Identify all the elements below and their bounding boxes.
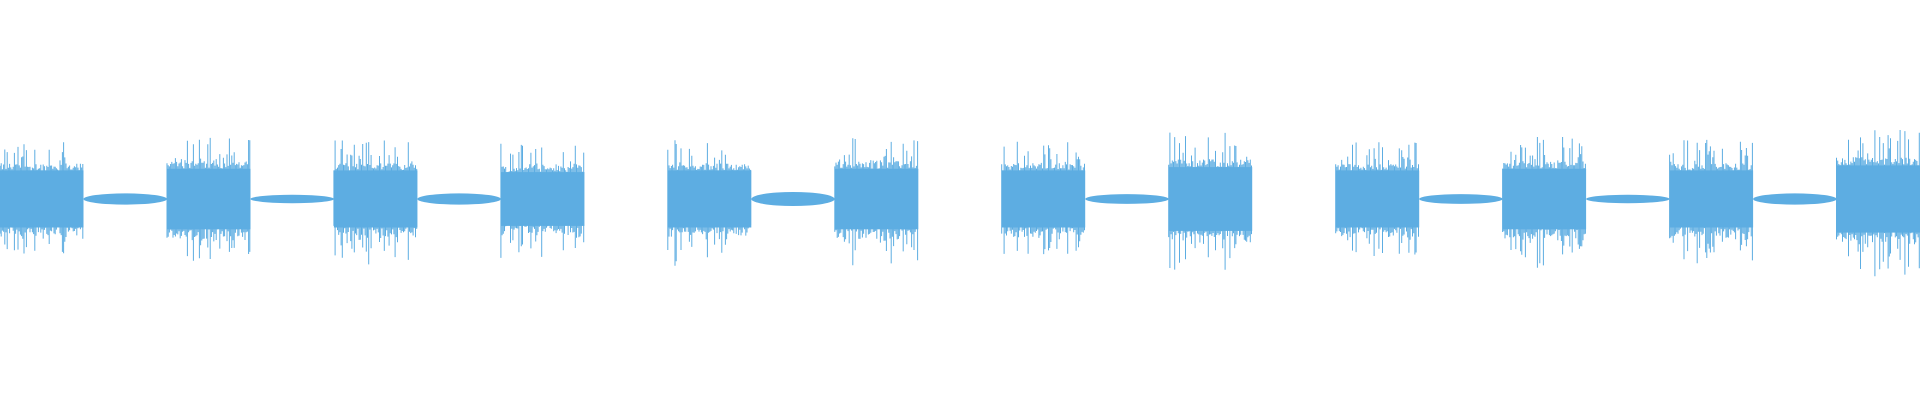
- waveform-segment-burst: [1502, 137, 1587, 268]
- waveform-segment-tone: [751, 192, 835, 206]
- waveform-segment-burst: [667, 140, 752, 266]
- waveform-segment-burst: [1335, 142, 1420, 256]
- waveform-segment-tone: [250, 194, 334, 204]
- waveform-segment-burst: [500, 143, 585, 258]
- waveform-segment-tone: [83, 193, 167, 205]
- waveform-segment-burst: [166, 137, 251, 261]
- waveform-segment-burst: [333, 140, 418, 265]
- waveform-segment-burst: [1168, 132, 1253, 270]
- waveform-segment-tone: [417, 193, 501, 205]
- waveform-segment-tone: [1085, 194, 1169, 204]
- waveform-segment-burst: [1836, 130, 1920, 277]
- waveform-segment-burst: [1001, 141, 1086, 255]
- waveform-segment-burst: [1669, 139, 1754, 264]
- waveform-segment-tone: [1419, 194, 1503, 204]
- waveform-segment-tone: [1753, 193, 1837, 205]
- waveform-segment-burst: [834, 138, 919, 266]
- waveform-segment-burst: [0, 142, 84, 254]
- waveform-segment-tone: [1586, 194, 1670, 204]
